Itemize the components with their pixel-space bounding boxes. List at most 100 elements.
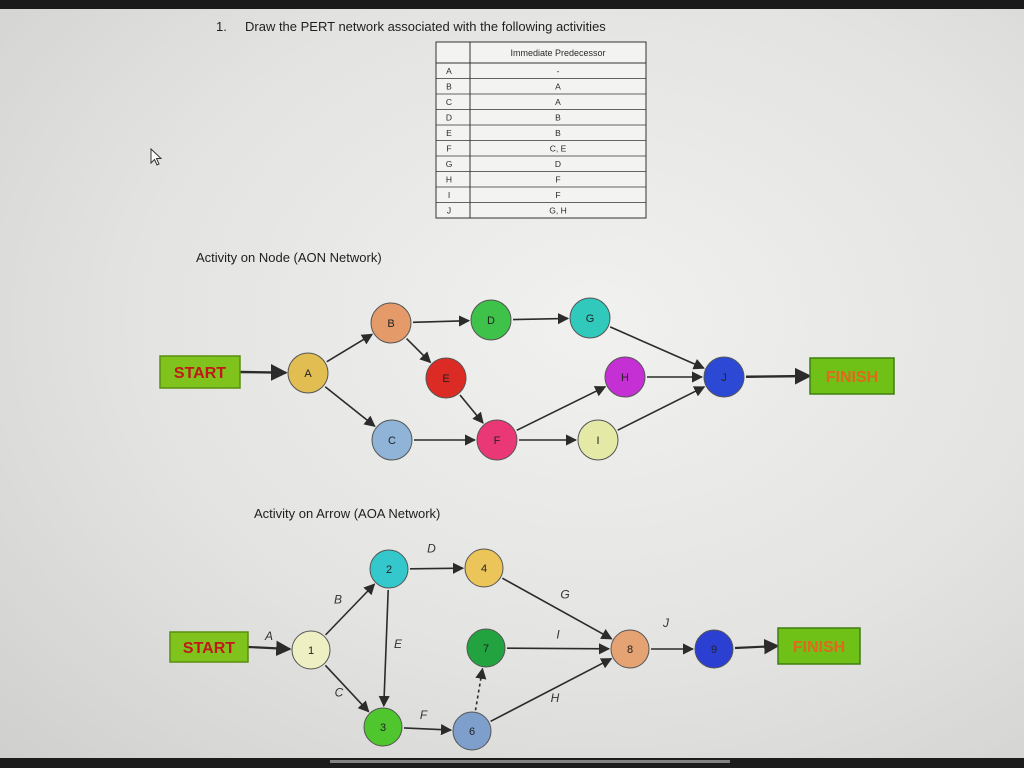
aoa-start-box: START	[169, 631, 249, 663]
aoa-node-label: 9	[711, 644, 717, 656]
aoa-edge-6-7	[474, 667, 487, 711]
aon-node-label: C	[388, 435, 396, 447]
table-cell-predecessor: G, H	[549, 206, 566, 216]
aoa-edge-label: J	[662, 616, 670, 630]
aon-node-circle	[476, 419, 518, 461]
aon-node-b: B	[370, 302, 412, 344]
aon-edge-i-j	[617, 386, 706, 431]
table-cell-predecessor: F	[555, 190, 560, 200]
aoa-edge-label: D	[427, 542, 436, 556]
aon-edges	[239, 313, 812, 446]
question-text: Draw the PERT network associated with th…	[245, 19, 606, 34]
aoa-edge-label: G	[560, 588, 569, 602]
aoa-node-circle	[369, 549, 409, 589]
aon-node-circle	[569, 297, 611, 339]
table-cell-activity: B	[446, 82, 452, 92]
table-cell-predecessor: D	[555, 159, 561, 169]
aoa-edge-6-8	[490, 657, 613, 723]
table-cell-predecessor: F	[555, 175, 560, 185]
aoa-node-label: 8	[627, 644, 633, 656]
table-cell-activity: C	[446, 97, 452, 107]
aoa-node-8: 8	[610, 629, 650, 669]
aon-node-g: G	[569, 297, 611, 339]
aon-node-h: H	[604, 356, 646, 398]
aon-node-circle	[370, 302, 412, 344]
aoa-node-7: 7	[466, 628, 506, 668]
aoa-edge-start-1	[247, 640, 292, 657]
aon-finish-box: FINISH	[809, 357, 895, 395]
aon-edge-e-f	[459, 394, 484, 424]
aoa-finish-box: FINISH	[777, 627, 861, 665]
aon-node-i: I	[577, 419, 619, 461]
table-cell-predecessor: C, E	[550, 144, 567, 154]
question-number: 1.	[216, 19, 227, 34]
aon-edge-start-a	[239, 364, 288, 381]
aon-node-label: D	[487, 315, 495, 327]
aon-edge-g-j	[609, 326, 705, 370]
aoa-node-label: 6	[469, 726, 475, 738]
aon-node-label: I	[596, 435, 599, 447]
aon-node-label: F	[494, 435, 501, 447]
aoa-node-label: 7	[483, 643, 489, 655]
table-frame	[435, 41, 647, 219]
aoa-node-4: 4	[464, 548, 504, 588]
aon-node-circle	[470, 299, 512, 341]
aon-finish-label: FINISH	[826, 369, 878, 386]
aon-start-label: START	[174, 365, 226, 382]
aon-node-label: A	[304, 368, 312, 380]
aoa-node-circle	[464, 548, 504, 588]
aon-start-box: START	[159, 355, 241, 389]
aoa-node-label: 1	[308, 645, 314, 657]
monitor-top-bezel	[0, 0, 1024, 9]
table-cell-activity: I	[448, 190, 450, 200]
aoa-section-title: Activity on Arrow (AOA Network)	[254, 506, 440, 521]
aon-node-circle	[287, 352, 329, 394]
aoa-edge-9-finish	[734, 638, 780, 655]
aon-edge-b-d	[412, 315, 471, 327]
aon-node-label: E	[442, 373, 449, 385]
monitor-bottom-bezel	[0, 758, 1024, 768]
aoa-node-circle	[452, 711, 492, 751]
table-cell-predecessor: -	[557, 66, 560, 76]
table-cell-activity: G	[446, 159, 453, 169]
aoa-edge-2-4	[409, 562, 465, 574]
aoa-edge-label: E	[394, 637, 403, 651]
aon-node-label: B	[387, 318, 394, 330]
aoa-node-label: 3	[380, 722, 386, 734]
aoa-edge-label: A	[264, 629, 273, 643]
aoa-edge-label: C	[335, 686, 344, 700]
aon-finish-box-fill	[809, 357, 895, 395]
aon-edge-d-g	[512, 313, 570, 325]
aon-node-d: D	[470, 299, 512, 341]
aoa-finish-label: FINISH	[793, 639, 845, 656]
bezel-glare	[330, 760, 730, 763]
aoa-terminal-boxes: START FINISH	[169, 627, 861, 665]
aoa-start-label: START	[183, 640, 235, 657]
table-header-predecessor: Immediate Predecessor	[510, 48, 605, 58]
aon-node-circle	[604, 356, 646, 398]
aoa-edge-1-3	[324, 664, 370, 713]
aoa-edge-1-2	[324, 583, 376, 636]
aon-node-e: E	[425, 357, 467, 399]
aon-edge-a-c	[324, 386, 376, 427]
table-cell-activity: F	[446, 144, 451, 154]
aoa-edge-label: F	[420, 708, 428, 722]
question-line: 1. Draw the PERT network associated with…	[216, 19, 606, 34]
aon-node-c: C	[371, 419, 413, 461]
aoa-finish-box-fill	[777, 627, 861, 665]
aon-node-circle	[703, 356, 745, 398]
aoa-node-6: 6	[452, 711, 492, 751]
aoa-node-label: 4	[481, 563, 487, 575]
aon-start-box-fill	[159, 355, 241, 389]
table-cell-predecessor: A	[555, 82, 561, 92]
table-cell-predecessor: A	[555, 97, 561, 107]
aoa-node-label: 2	[386, 564, 392, 576]
aon-terminal-boxes: START FINISH	[159, 355, 895, 395]
table-cell-activity: D	[446, 113, 452, 123]
table-cell-activity: H	[446, 175, 452, 185]
aoa-start-box-fill	[169, 631, 249, 663]
aoa-edge-label: B	[334, 593, 342, 607]
table-cell-predecessor: B	[555, 128, 561, 138]
aon-edge-a-b	[326, 333, 374, 363]
